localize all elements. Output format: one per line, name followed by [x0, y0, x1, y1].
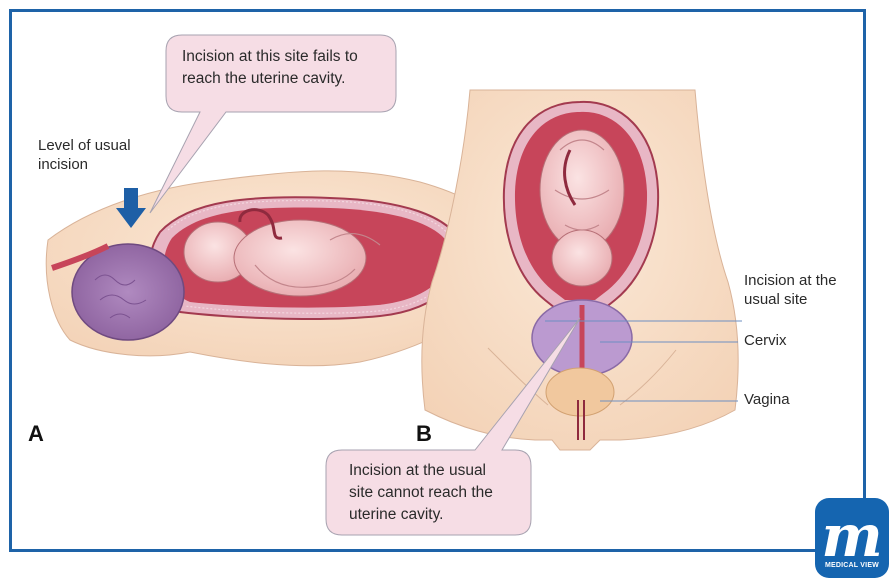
incision-usual-site-label: Incision at the usual site: [744, 271, 862, 309]
panel-b-vagina: [546, 368, 614, 416]
logo-text: MEDICAL VIEW: [815, 562, 889, 569]
vagina-label: Vagina: [744, 390, 844, 409]
logo-glyph: m: [821, 502, 882, 570]
panel-b-letter: B: [416, 421, 432, 447]
panel-a-fetus-body: [234, 220, 366, 296]
level-of-usual-incision-label: Level of usual incision: [38, 136, 168, 174]
panel-a-letter: A: [28, 421, 44, 447]
panel-a-placenta: [72, 244, 184, 340]
medical-view-logo: m MEDICAL VIEW: [815, 498, 889, 578]
callout-a-text: Incision at this site fails to reach the…: [182, 46, 392, 90]
panel-b-fetus-head: [552, 230, 612, 286]
panel-b-illustration: [422, 90, 742, 450]
callout-b-text: Incision at the usual site cannot reach …: [349, 460, 529, 526]
cervix-label: Cervix: [744, 331, 844, 350]
